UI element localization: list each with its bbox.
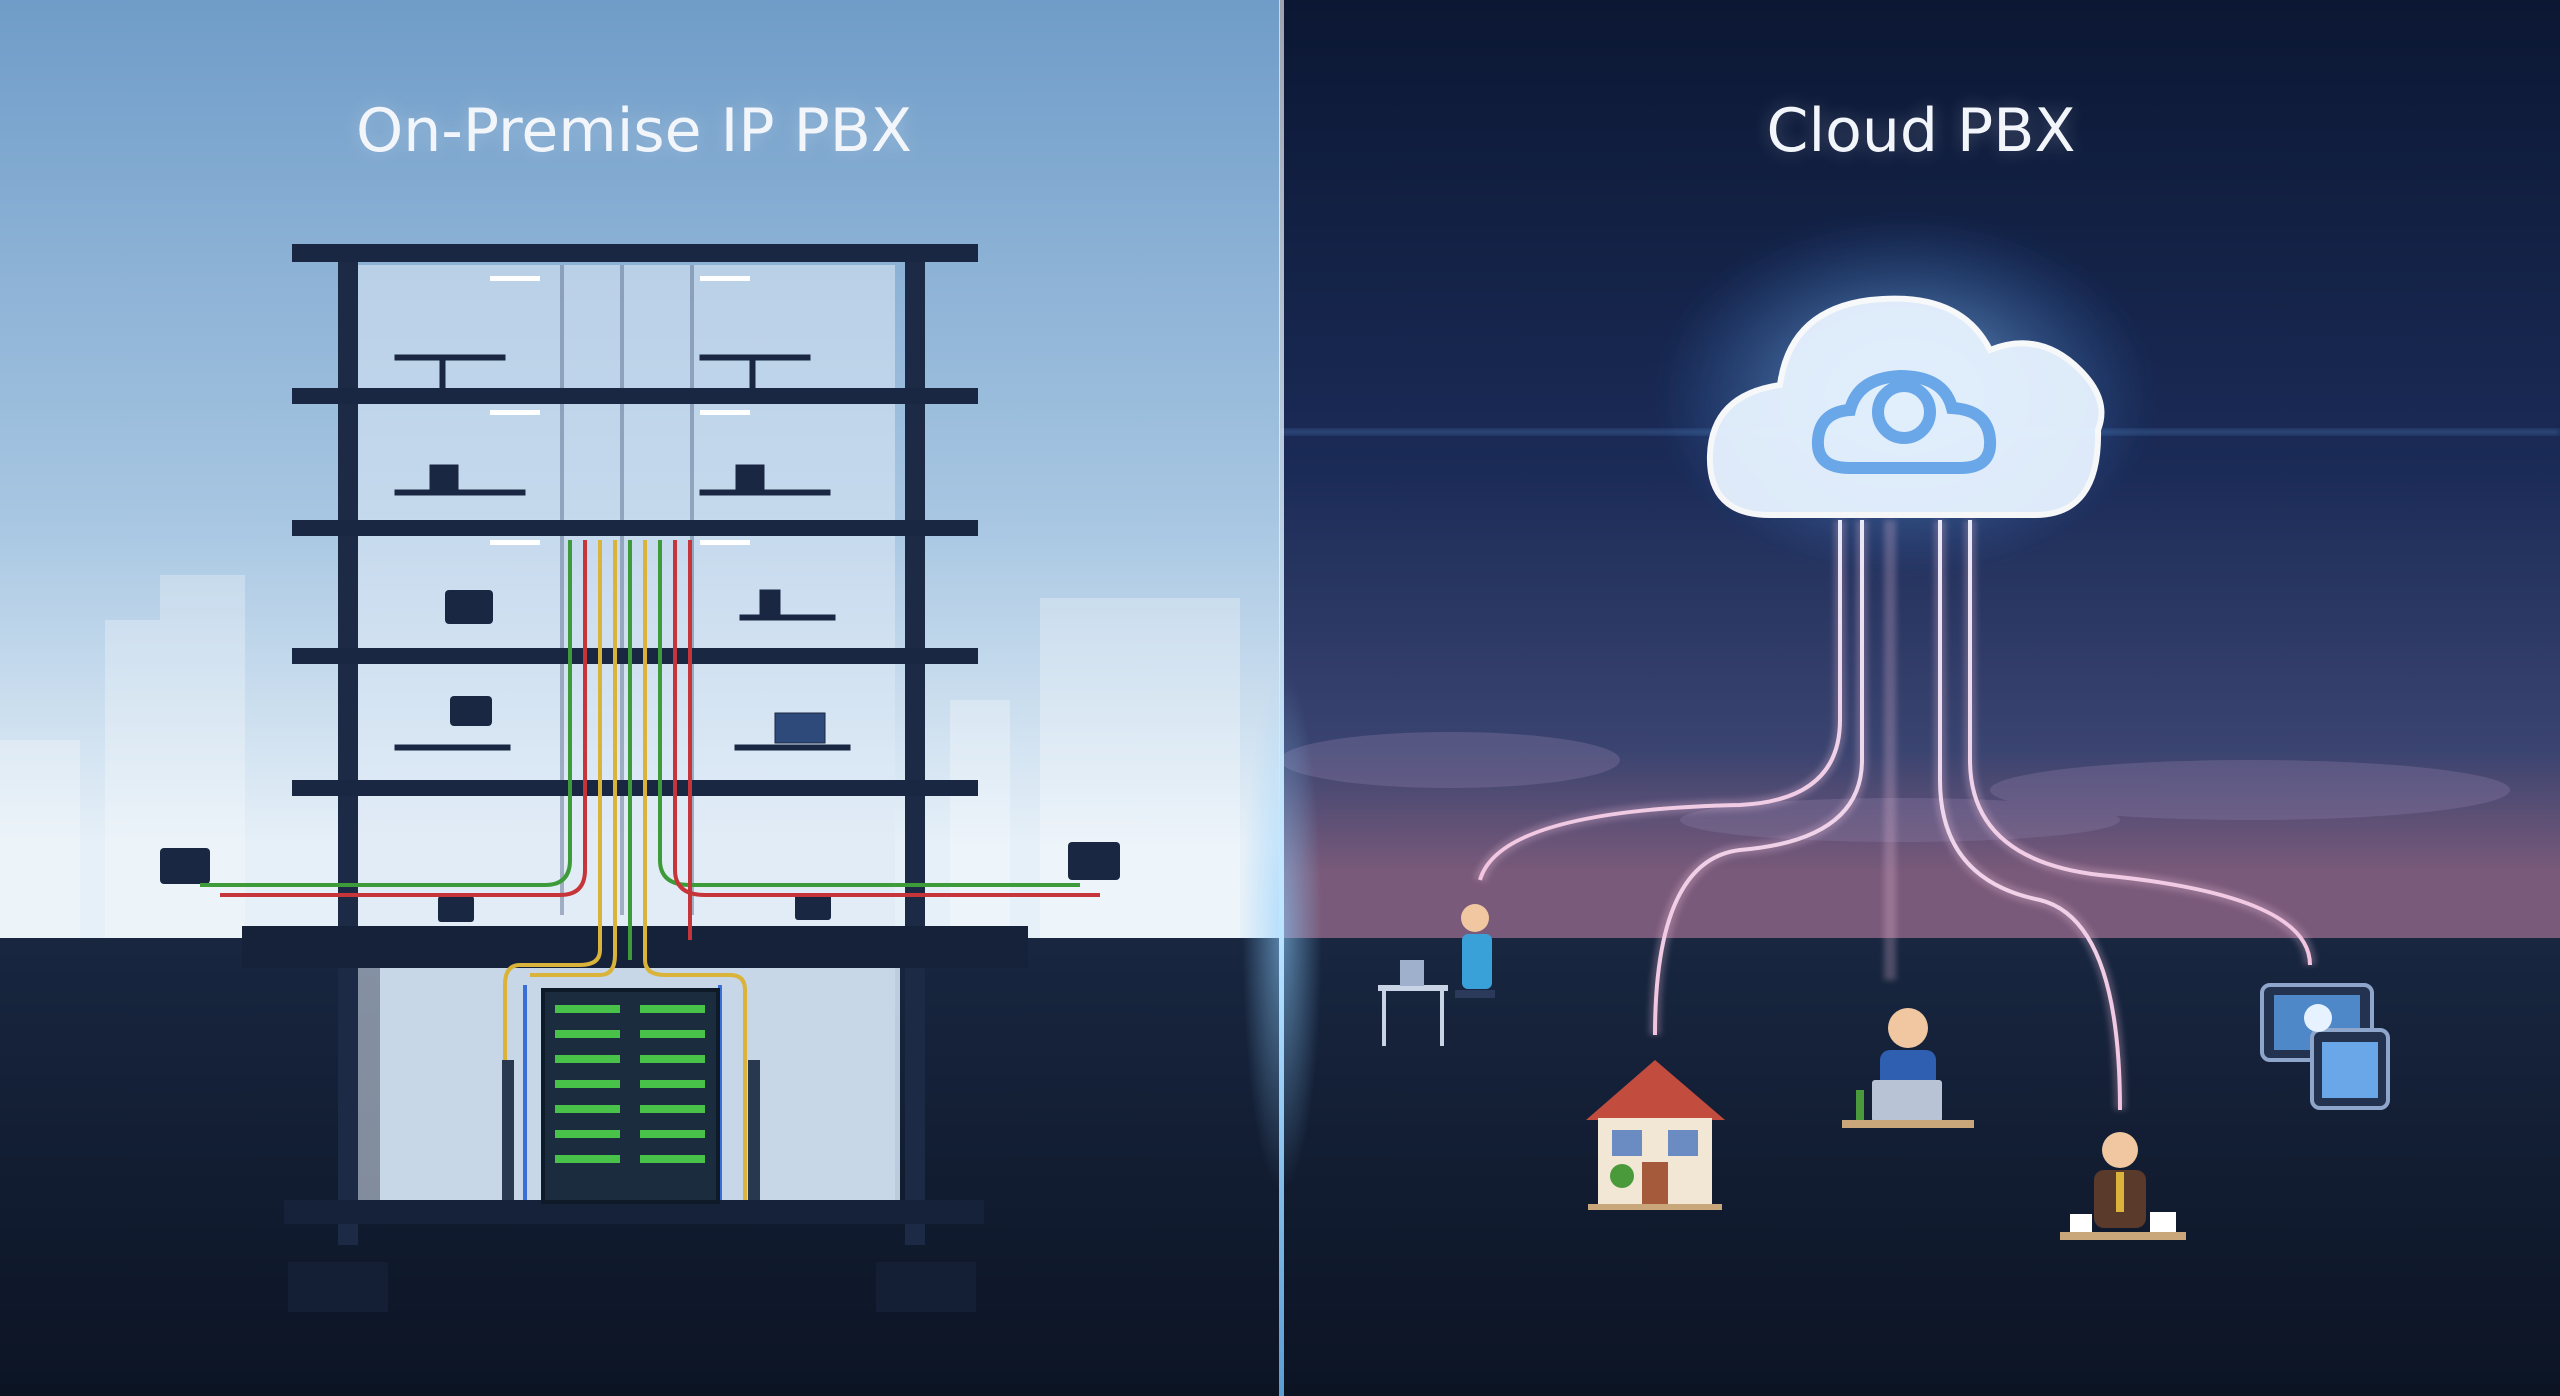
cloud-pbx: [1655, 215, 2155, 575]
tablet-devices: [2260, 983, 2390, 1110]
office-building: [242, 244, 1028, 1312]
office-furniture: [394, 354, 851, 751]
desk-phone-icon: [160, 590, 1120, 922]
cloud-icon: [1706, 295, 2105, 518]
laptop-worker: [1842, 1008, 1974, 1128]
home-office-house: [1586, 1060, 1725, 1210]
network-cabling: [200, 540, 1100, 1200]
office-worker: [2060, 1132, 2186, 1240]
remote-worker-desk: [1378, 904, 1495, 1046]
divider-line: [1242, 0, 1322, 1396]
right-clouds: [1280, 732, 2510, 842]
server-rack: [502, 988, 760, 1204]
right-panel-title: Cloud PBX: [1766, 96, 2076, 166]
left-panel-title: On-Premise IP PBX: [355, 96, 913, 166]
